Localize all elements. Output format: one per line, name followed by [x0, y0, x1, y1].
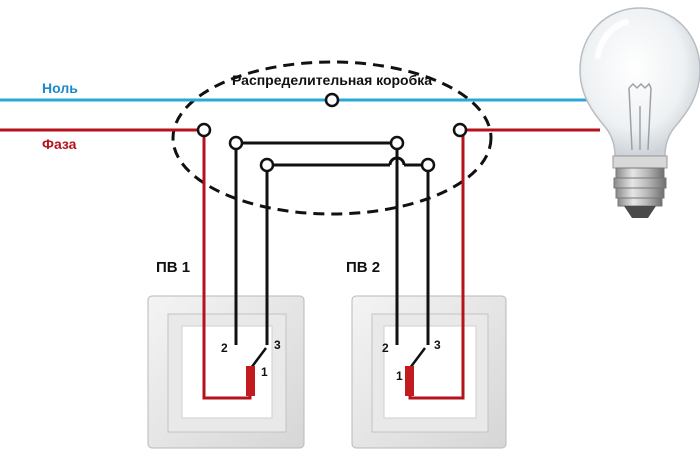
switch-2-contact [405, 347, 426, 396]
switch-1-label: ПВ 1 [156, 259, 190, 276]
junction-box-outline [171, 60, 493, 216]
terminal-traveler-a-left [228, 135, 244, 151]
traveler-wires [234, 141, 430, 345]
switch-1-contact [246, 347, 267, 396]
phase-label: Фаза [42, 136, 77, 152]
terminal-phase-in [196, 122, 212, 138]
switch-2-plate [351, 295, 507, 449]
neutral-label: Ноль [42, 80, 78, 96]
switch-1-plate [147, 295, 305, 449]
terminals [196, 92, 468, 173]
terminal-phase-out [452, 122, 468, 138]
switch-1-terminal-2: 2 [221, 341, 228, 355]
switch-1-terminal-1: 1 [261, 365, 268, 379]
switch-1-terminal-3: 3 [274, 338, 281, 352]
switch-2-terminal-1: 1 [396, 369, 403, 383]
terminal-traveler-a-right [389, 135, 405, 151]
switch-2-label: ПВ 2 [346, 259, 380, 276]
junction-box-label: Распределительная коробка [232, 72, 432, 88]
terminal-traveler-b-left [259, 157, 275, 173]
terminal-traveler-b-right [420, 157, 436, 173]
switch-2-terminal-2: 2 [382, 341, 389, 355]
light-bulb-icon [579, 7, 700, 218]
switch-2-terminal-3: 3 [434, 338, 441, 352]
terminal-neutral [324, 92, 340, 108]
